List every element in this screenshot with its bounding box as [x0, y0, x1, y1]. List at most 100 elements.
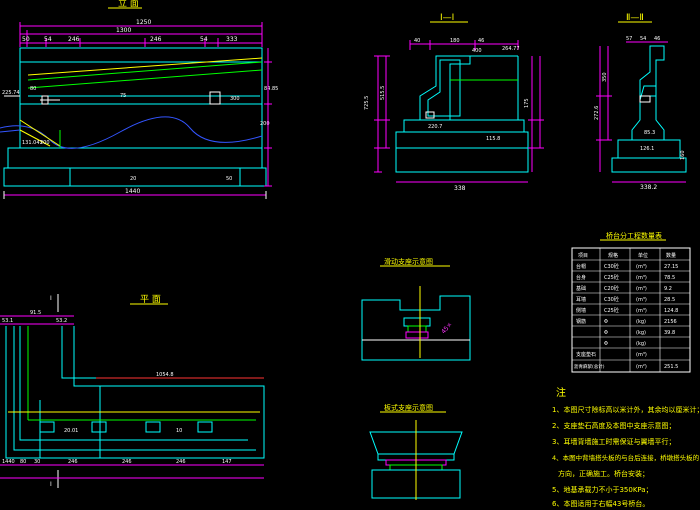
elev-label-84: 84.85 [264, 86, 278, 92]
th-item: 项目 [578, 253, 588, 259]
table-cell: 台帽 [576, 263, 586, 270]
table-cell: (m³) [636, 297, 647, 303]
plan-dim-91a: 91.5 [30, 310, 41, 316]
sec-dim-40: 40 [414, 38, 420, 44]
sec2-label-126: 126.1 [640, 146, 654, 152]
sec2-dim-338: 338.2 [640, 184, 657, 191]
table-cell: 支座垫石 [576, 351, 596, 358]
sec-label-400: 400 [472, 48, 482, 54]
sec-label-815: 725.5 [364, 96, 370, 110]
sec2-label-272: 272.6 [594, 106, 600, 120]
sec-label-220: 220.7 [428, 124, 442, 130]
table-cell: 78.5 [664, 275, 675, 281]
table-cell: 侧墙 [576, 307, 586, 314]
sec2-dim-54: 54 [640, 36, 646, 42]
th-unit: 单位 [638, 252, 648, 259]
table-cell: Φ [604, 319, 608, 325]
section2-title: Ⅱ—Ⅱ [626, 13, 644, 23]
table-cell: 28.5 [664, 297, 675, 303]
section-view: Ⅰ—Ⅰ 40 180 46 264.77 115.8 220.7 400 [364, 13, 544, 192]
elev-dim-246b: 246 [150, 36, 162, 43]
table-cell: C30砼 [604, 296, 619, 303]
elev-dim-246a: 246 [68, 36, 80, 43]
elev-dim-54b: 54 [200, 36, 208, 43]
sec-dim-338: 338 [454, 185, 466, 192]
table-cell: 2156 [664, 319, 677, 325]
table-cell: Φ [604, 341, 608, 347]
bearing1-detail: 滑动支座示意图 45× [361, 257, 471, 361]
plan-dim-246b: 246 [122, 459, 132, 465]
elev-label-300: 300 [230, 96, 240, 102]
plan-dim-246c: 246 [176, 459, 186, 465]
table-cell: (kg) [636, 341, 646, 347]
table-cell: (m³) [636, 286, 647, 292]
table-cell: 124.8 [664, 308, 678, 314]
elev-dim-50: 50 [22, 36, 30, 43]
table-cell: 耳墙 [576, 296, 586, 303]
elev-dim-1300: 1300 [116, 27, 131, 34]
plan-mark-1: I [50, 295, 52, 302]
table-cell: 基础 [576, 285, 586, 292]
section-title: Ⅰ—Ⅰ [440, 13, 454, 23]
elev-dim-1250: 1250 [136, 19, 151, 26]
plan-label-1054: 1054.8 [156, 372, 174, 378]
table-cell: Φ [604, 330, 608, 336]
note-7: 6、本图适用于右幅43号桥台。 [552, 499, 649, 508]
table-cell: 39.8 [664, 330, 675, 336]
elev-label-131: 20 [130, 176, 136, 182]
sec2-label-350: 350 [602, 72, 608, 82]
sec2-label-160: 160 [680, 150, 686, 160]
table-cell: 9.2 [664, 286, 672, 292]
table-title: 桥台分工程数量表 [606, 231, 662, 240]
sec-dim-46: 46 [478, 38, 484, 44]
elev-label-200a: 200 [40, 140, 50, 146]
sec-label-515: 175 [524, 98, 530, 108]
elev-label-90: 50 [226, 176, 232, 182]
sec-label-725: 515.5 [380, 86, 386, 100]
sec2-dim-46: 46 [654, 36, 660, 42]
quantity-table: 桥台分工程数量表 项目 规格 单位 数量 台帽 C30砼 (m³) 27.15 … [571, 231, 691, 373]
plan-view: 平 面 53.1 91.5 53.2 I 1054.8 20.01 10 I [0, 294, 265, 488]
table-cell: C25砼 [604, 274, 619, 281]
elevation-title: 立 面 [118, 0, 139, 9]
table-cell: (m³) [636, 275, 647, 281]
table-cell: (m³) [636, 264, 647, 270]
elev-dim-333: 333 [226, 36, 238, 43]
plan-mark-2: I [50, 481, 52, 488]
note-5: 方向，正确施工。桥台安装； [558, 469, 649, 478]
notes-block: 注 1、本图尺寸除标高以米计外，其余均以厘米计； 2、支座垫石高度及本图中支座示… [552, 386, 700, 508]
plan-dim-80: 80 [20, 459, 26, 465]
elev-dim-1440: 1440 [125, 188, 140, 195]
plan-dim-53b: 53.2 [56, 318, 67, 324]
table-cell: C30砼 [604, 263, 619, 270]
elev-label-200b: 200 [260, 121, 270, 127]
table-cell: 沥青麻絮(总计) [574, 363, 605, 370]
th-spec: 规格 [608, 252, 618, 259]
elev-label-225: 225.74 [2, 90, 20, 96]
table-cell: (m³) [636, 308, 647, 314]
svg-text:45×: 45× [440, 321, 454, 335]
plan-dim-1440: 1440 [2, 459, 15, 465]
sec-label-115: 115.8 [486, 136, 500, 142]
note-6: 5、地基承载力不小于350KPa； [552, 485, 653, 494]
plan-label-20: 20.01 [64, 428, 78, 434]
table-cell: 钢筋 [576, 318, 586, 325]
table-cell: 27.15 [664, 264, 678, 270]
table-cell: C20砼 [604, 285, 619, 292]
elev-label-75: 75 [120, 93, 126, 99]
elevation-view: 立 面 1250 1300 50 54 246 246 54 333 [0, 0, 278, 199]
table-cell: 251.5 [664, 364, 678, 370]
note-4: 4、本图中背墙搭头板的与台后连接，桥墩搭头板的 [552, 453, 700, 462]
plan-dim-30: 30 [34, 459, 40, 465]
elev-dim-54a: 54 [44, 36, 52, 43]
table-cell: (m³) [636, 352, 647, 358]
table-cell: (kg) [636, 319, 646, 325]
note-1: 1、本图尺寸除标高以米计外，其余均以厘米计； [552, 405, 700, 414]
sec2-dim-57: 57 [626, 36, 632, 42]
sec-dim-264: 264.77 [502, 46, 520, 52]
sec-dim-180: 180 [450, 38, 460, 44]
plan-dim-147: 147 [222, 459, 232, 465]
note-3: 3、耳墙背墙施工时需保证与翼墙平行； [552, 437, 675, 446]
table-cell: (m²) [636, 364, 647, 370]
plan-label-10: 10 [176, 428, 182, 434]
